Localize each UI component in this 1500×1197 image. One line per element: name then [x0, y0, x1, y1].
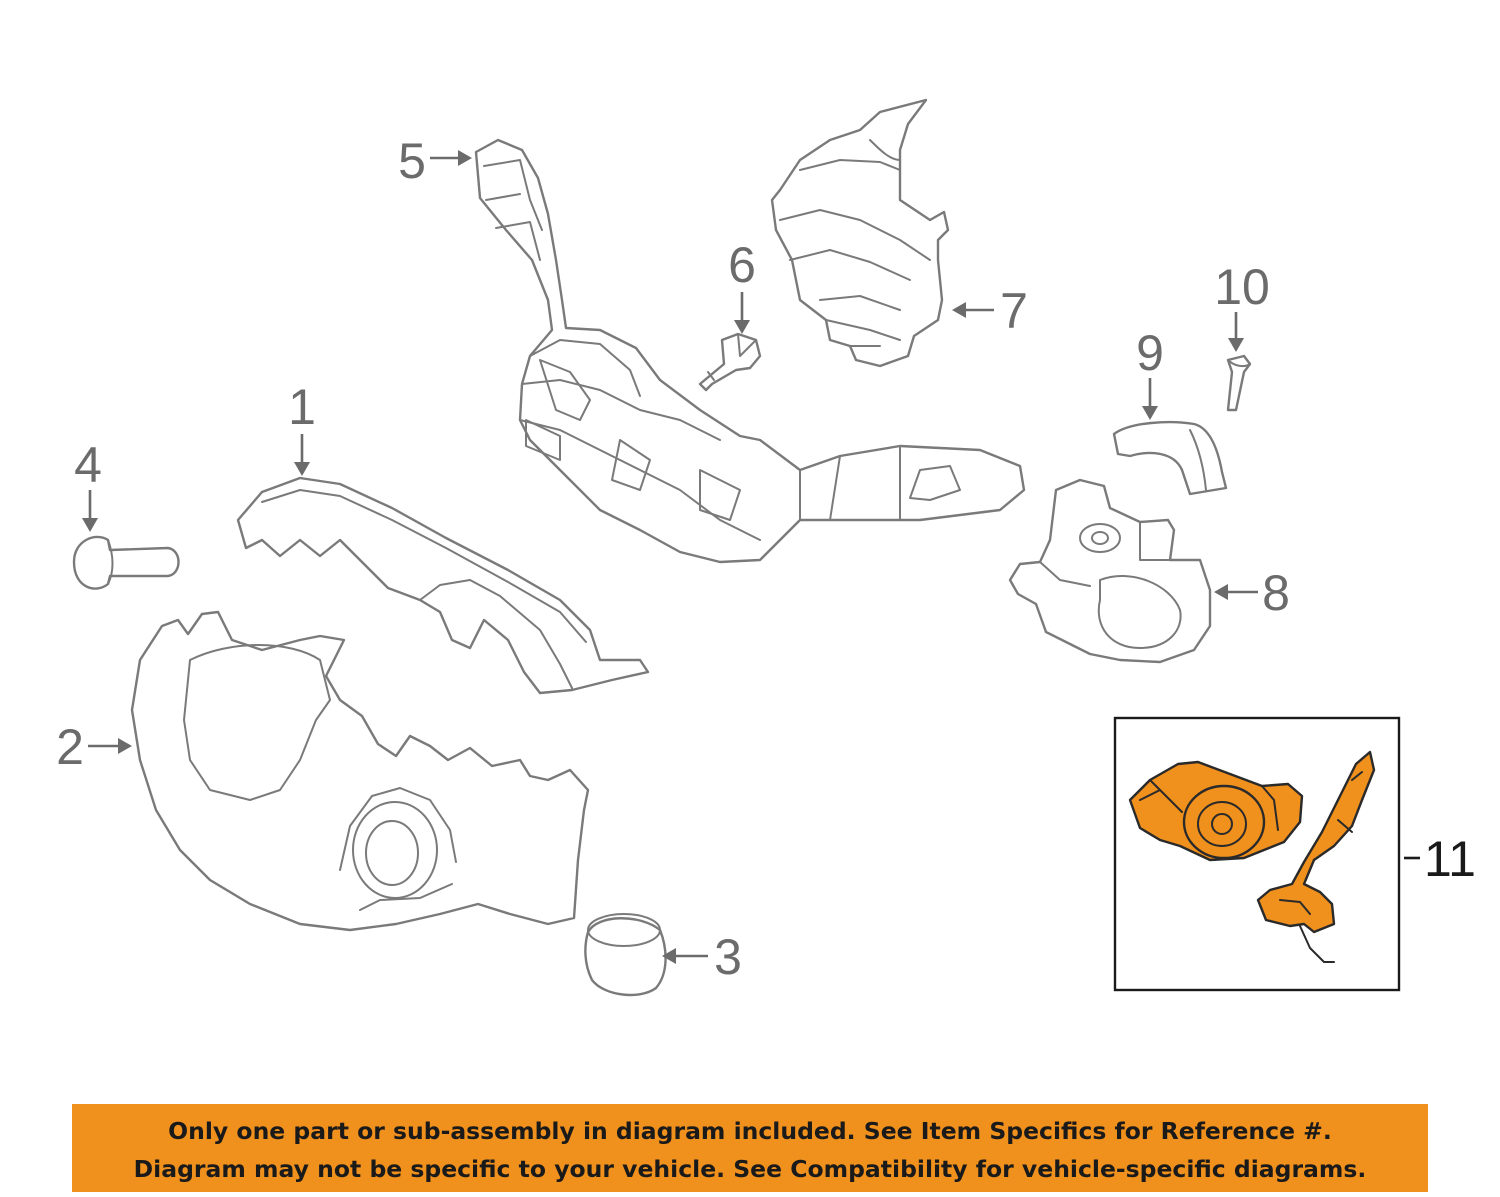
part-11-switch-stalk — [1256, 750, 1376, 963]
callout-10: 10 — [1214, 259, 1270, 352]
callout-8: 8 — [1214, 565, 1290, 621]
callout-4: 4 — [74, 437, 102, 532]
part-3-ring — [584, 913, 667, 997]
parts-diagram: 1 2 3 4 5 6 7 8 9 10 — [56, 98, 1476, 997]
svg-text:3: 3 — [714, 929, 742, 985]
callout-2: 2 — [56, 719, 132, 775]
part-7-clock-spring — [770, 98, 950, 368]
callout-7: 7 — [952, 283, 1028, 339]
part-2-lower-column-cover — [130, 610, 590, 932]
svg-text:11: 11 — [1424, 831, 1476, 887]
callout-3: 3 — [662, 929, 742, 985]
callout-9: 9 — [1136, 325, 1164, 420]
svg-text:9: 9 — [1136, 325, 1164, 381]
svg-text:5: 5 — [398, 133, 426, 189]
part-8-lock-housing — [1008, 478, 1212, 664]
disclaimer-banner: Only one part or sub-assembly in diagram… — [72, 1104, 1428, 1192]
svg-text:7: 7 — [1000, 283, 1028, 339]
svg-text:1: 1 — [288, 379, 316, 435]
svg-text:10: 10 — [1214, 259, 1270, 315]
part-1-upper-column-cover — [236, 476, 650, 695]
callout-1: 1 — [288, 379, 316, 476]
svg-text:8: 8 — [1262, 565, 1290, 621]
part-6-bolt — [698, 332, 762, 392]
part-11-inset — [1113, 716, 1401, 992]
part-11-lock-cylinder — [1128, 760, 1304, 862]
svg-text:4: 4 — [74, 437, 102, 493]
svg-text:2: 2 — [56, 719, 84, 775]
callout-5: 5 — [398, 133, 472, 189]
svg-text:6: 6 — [728, 237, 756, 293]
part-10-screw — [1226, 354, 1252, 412]
part-9-bracket — [1112, 420, 1228, 496]
callout-11: 11 — [1404, 831, 1476, 887]
part-5-combination-switch — [474, 138, 1026, 564]
callout-6: 6 — [728, 237, 756, 334]
disclaimer-line-2: Diagram may not be specific to your vehi… — [133, 1155, 1367, 1183]
disclaimer-line-1: Only one part or sub-assembly in diagram… — [168, 1117, 1332, 1145]
part-4-plug — [72, 535, 180, 590]
